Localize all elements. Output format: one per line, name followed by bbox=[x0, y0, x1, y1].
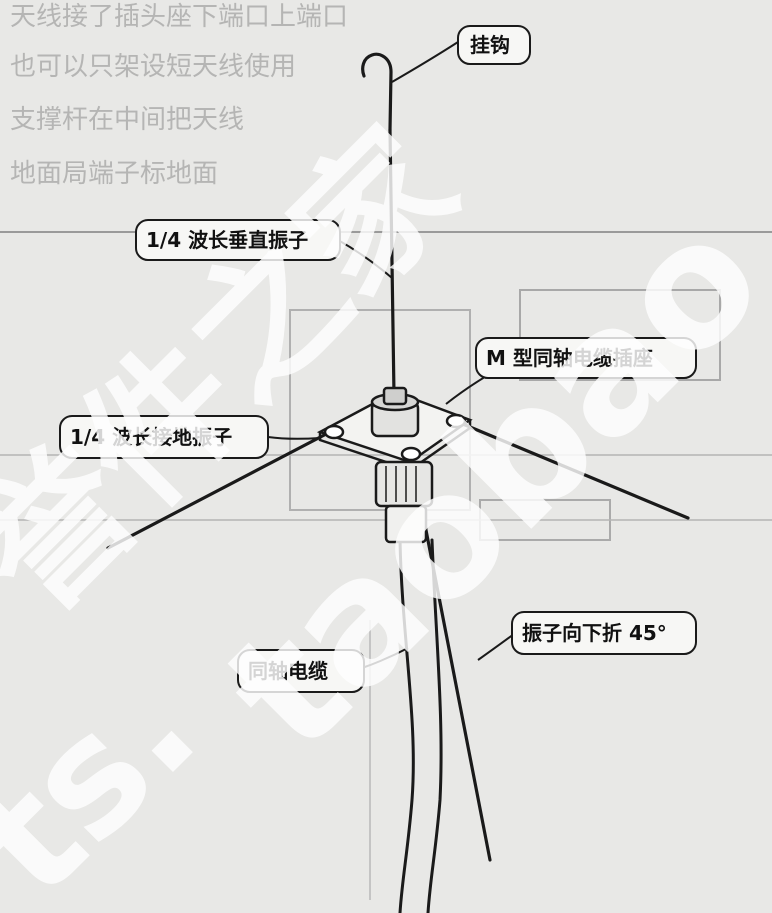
leader-lines bbox=[267, 41, 515, 669]
coax-cable-right-edge bbox=[426, 538, 443, 913]
callout-vertical-element: 1/4 波长垂直振子 bbox=[135, 219, 341, 261]
callout-bend-box bbox=[511, 611, 697, 655]
leader-hook bbox=[391, 41, 459, 83]
label-connector: M 型同轴电缆插座 bbox=[486, 346, 653, 370]
leader-vertical bbox=[337, 239, 393, 279]
callout-coax-box bbox=[237, 649, 365, 693]
hook bbox=[361, 52, 393, 132]
leader-ground bbox=[267, 436, 321, 440]
vertical-element bbox=[388, 128, 396, 397]
cable-plug-body bbox=[384, 504, 428, 544]
label-bend-note: 振子向下折 45° bbox=[522, 621, 667, 645]
bg-text-line-2: 也可以只架设短天线使用 bbox=[10, 52, 296, 82]
bg-box-1 bbox=[519, 289, 721, 381]
leader-coax bbox=[361, 647, 409, 669]
callout-connector: M 型同轴电缆插座 bbox=[475, 337, 697, 379]
label-hook: 挂钩 bbox=[470, 33, 510, 57]
coax-cable-left-edge bbox=[398, 538, 415, 913]
mount-hole-right bbox=[445, 413, 467, 429]
label-vertical-element: 1/4 波长垂直振子 bbox=[146, 228, 308, 252]
callout-hook-box bbox=[457, 25, 531, 65]
leader-bend bbox=[477, 633, 515, 661]
watermark-text-3: ts. bbox=[0, 635, 231, 913]
callout-ground-box bbox=[59, 415, 269, 459]
mount-hole-front bbox=[400, 446, 422, 462]
bg-text-line-1: 天线接了插头座下端口上端口 bbox=[10, 2, 348, 32]
callout-ground-element: 1/4 波长接地振子 bbox=[59, 415, 269, 459]
label-coax-cable: 同轴电缆 bbox=[248, 659, 328, 683]
callout-vertical-box bbox=[135, 219, 341, 261]
callout-bend-note: 振子向下折 45° bbox=[511, 611, 697, 655]
callout-connector-box bbox=[475, 337, 697, 379]
callout-hook: 挂钩 bbox=[457, 25, 531, 65]
connector bbox=[316, 386, 473, 544]
m-connector-pin-base bbox=[382, 386, 408, 406]
callout-coax-cable: 同轴电缆 bbox=[237, 649, 365, 693]
bg-text-line-3: 支撑杆在中间把天线 bbox=[10, 105, 244, 135]
radial-left bbox=[106, 430, 332, 550]
radial-right bbox=[456, 420, 690, 520]
bg-text-line-4: 地面局端子标地面 bbox=[10, 159, 218, 189]
mount-hole-left bbox=[323, 424, 345, 440]
bg-box-2 bbox=[289, 309, 471, 511]
label-ground-element: 1/4 波长接地振子 bbox=[70, 425, 232, 449]
